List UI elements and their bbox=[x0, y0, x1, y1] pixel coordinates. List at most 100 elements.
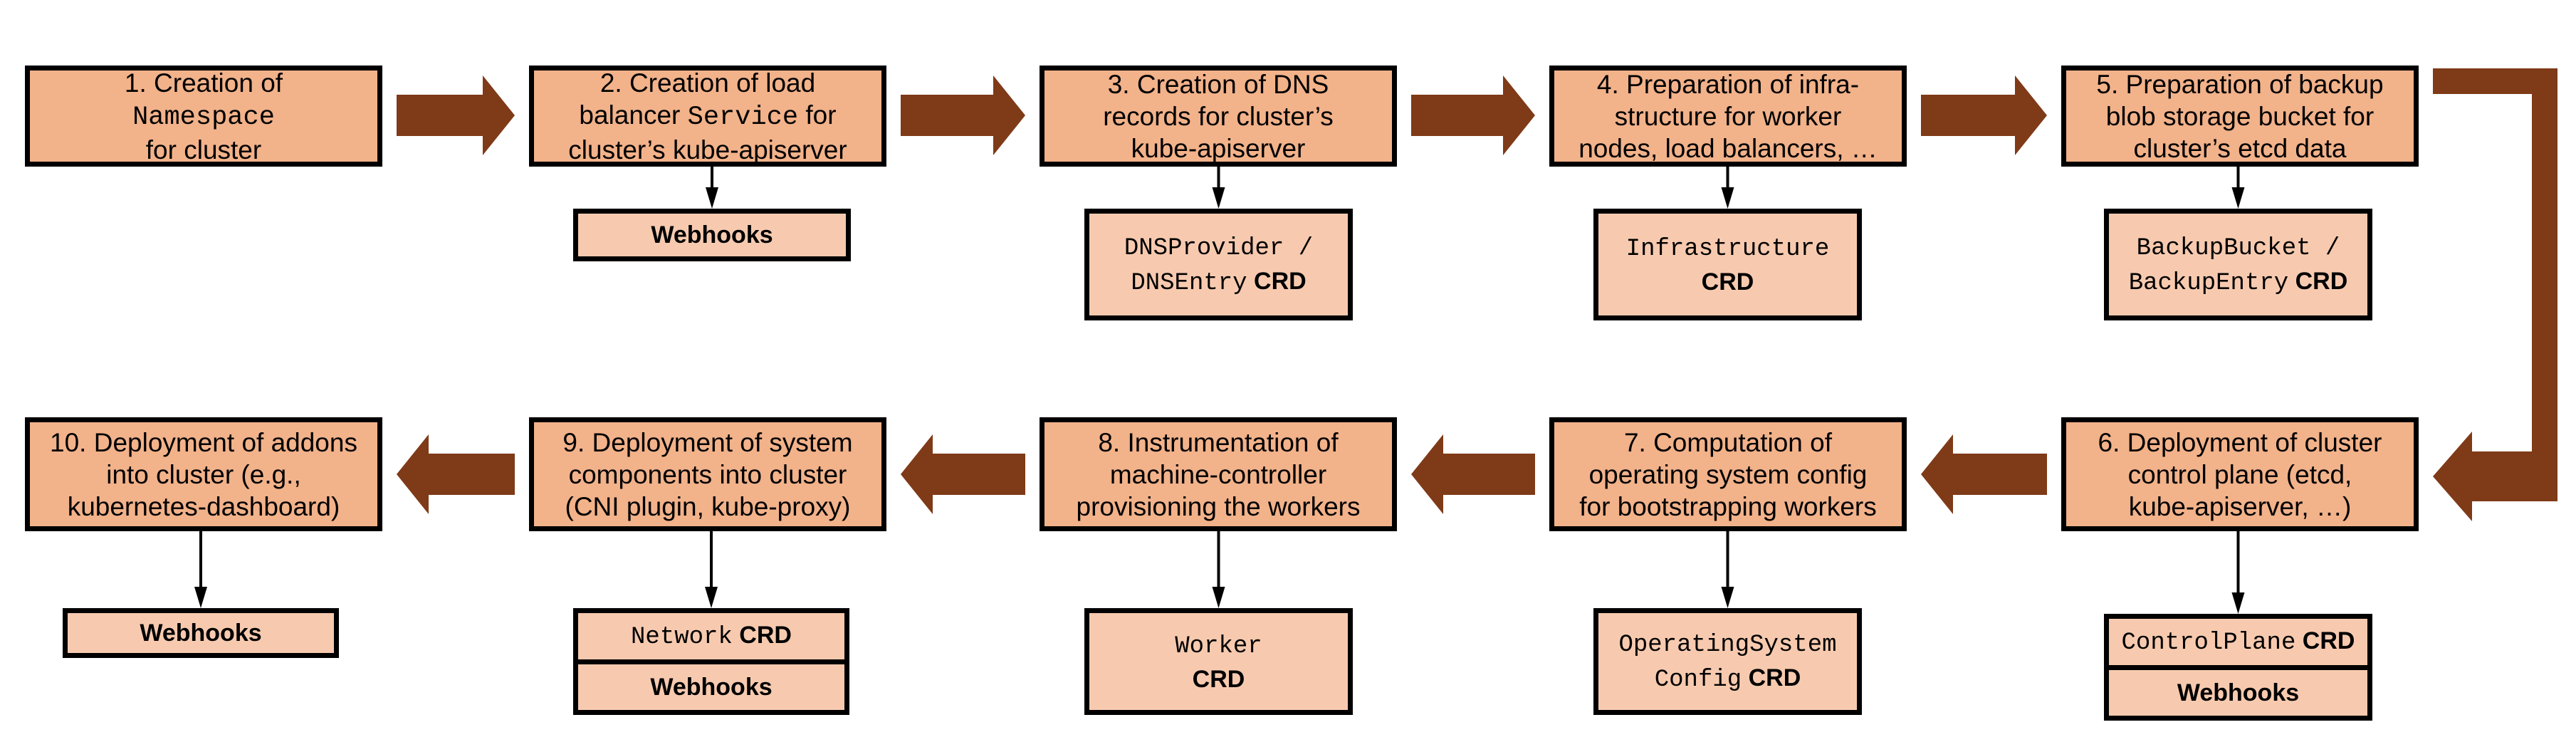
resource-box-step-10: Webhooks bbox=[63, 608, 339, 658]
label-text: (CNI plugin, kube-proxy) bbox=[565, 491, 851, 521]
resource-kind: OperatingSystem bbox=[1618, 632, 1837, 659]
text-line: records for cluster’s bbox=[1103, 100, 1334, 132]
arrowhead-icon bbox=[2231, 187, 2245, 209]
resource-kind: DNSProvider / bbox=[1124, 234, 1314, 262]
label-text: 2. Creation of load bbox=[600, 68, 816, 98]
text-line: kube-apiserver, …) bbox=[2098, 491, 2382, 523]
step-box-4: 4. Preparation of infra-structure for wo… bbox=[1549, 66, 1907, 167]
label-text: 3. Creation of DNS bbox=[1107, 69, 1329, 99]
resource-kind: BackupEntry bbox=[2128, 269, 2289, 297]
label-text: control plane (etcd, bbox=[2127, 459, 2352, 489]
text-line: components into cluster bbox=[562, 459, 852, 491]
label-text: CRD bbox=[1192, 665, 1245, 693]
resource-box-step-2: Webhooks bbox=[573, 209, 851, 261]
label-text: CRD bbox=[1247, 267, 1307, 295]
text-line: DNSProvider / bbox=[1124, 230, 1313, 265]
flow-arrow-right-icon bbox=[901, 75, 1025, 155]
text-line: Network CRD bbox=[631, 619, 792, 654]
flow-arrow-left-icon bbox=[397, 434, 515, 514]
text-line: nodes, load balancers, … bbox=[1578, 132, 1878, 164]
text-line: for bootstrapping workers bbox=[1579, 491, 1876, 523]
label-text: 4. Preparation of infra- bbox=[1596, 69, 1860, 99]
text-line: balancer Service for bbox=[568, 99, 847, 134]
flow-arrow-uturn-icon bbox=[2433, 68, 2557, 521]
text-line: Webhooks bbox=[140, 617, 261, 649]
flow-arrow-right-icon bbox=[1411, 75, 1535, 155]
label-text: cluster’s etcd data bbox=[2133, 133, 2347, 163]
resource-cell: Webhooks bbox=[2109, 664, 2367, 716]
resource-box-step-9: Network CRD Webhooks bbox=[573, 608, 849, 715]
resource-box-step-3: DNSProvider / DNSEntry CRD bbox=[1084, 209, 1353, 320]
arrowhead-icon bbox=[706, 187, 718, 209]
label-text: structure for worker bbox=[1614, 101, 1842, 131]
flow-arrow-left-icon bbox=[1921, 434, 2047, 514]
label-text: Webhooks bbox=[650, 673, 773, 701]
resource-kind: Namespace bbox=[132, 102, 275, 132]
arrowhead-icon bbox=[705, 587, 718, 608]
text-line: blob storage bucket for bbox=[2096, 100, 2383, 132]
text-line: into cluster (e.g., bbox=[50, 459, 357, 491]
text-line: Worker bbox=[1175, 628, 1262, 663]
flow-arrow-right-icon bbox=[397, 75, 515, 155]
label-text: Webhooks bbox=[2177, 679, 2300, 706]
flow-arrow-left-icon bbox=[1411, 434, 1535, 514]
arrowhead-icon bbox=[1212, 187, 1225, 209]
label-text: balancer bbox=[579, 100, 688, 130]
arrowhead-icon bbox=[1212, 587, 1225, 608]
label-text: for cluster bbox=[145, 135, 262, 164]
label-text: Webhooks bbox=[651, 221, 773, 249]
text-line: Namespace bbox=[125, 99, 283, 134]
resource-box-step-5: BackupBucket / BackupEntry CRD bbox=[2104, 209, 2372, 320]
label-text: CRD bbox=[1701, 268, 1754, 296]
text-line: control plane (etcd, bbox=[2098, 459, 2382, 491]
text-line: 5. Preparation of backup bbox=[2096, 68, 2383, 100]
text-line: ControlPlane CRD bbox=[2122, 625, 2355, 659]
label-text: 5. Preparation of backup bbox=[2096, 69, 2384, 99]
flow-arrow-right-icon bbox=[1921, 75, 2047, 155]
text-line: (CNI plugin, kube-proxy) bbox=[562, 491, 852, 523]
text-line: 7. Computation of bbox=[1579, 427, 1876, 459]
text-line: Infrastructure bbox=[1626, 231, 1830, 266]
text-line: operating system config bbox=[1579, 459, 1876, 491]
label-text: 7. Computation of bbox=[1623, 427, 1833, 457]
label-text: 8. Instrumentation of bbox=[1098, 427, 1339, 457]
resource-kind: ControlPlane bbox=[2121, 629, 2296, 657]
text-line: BackupEntry CRD bbox=[2129, 265, 2348, 300]
label-text: CRD bbox=[2295, 627, 2355, 654]
text-line: 2. Creation of load bbox=[568, 67, 847, 99]
label-text: 9. Deployment of system bbox=[562, 427, 853, 457]
text-line: cluster’s etcd data bbox=[2096, 132, 2383, 164]
label-text: for bbox=[798, 100, 837, 130]
text-line: provisioning the workers bbox=[1077, 491, 1361, 523]
label-text: records for cluster’s bbox=[1103, 101, 1334, 131]
text-line: Webhooks bbox=[651, 219, 773, 251]
resource-cell: Webhooks bbox=[578, 659, 844, 711]
resource-kind: BackupBucket / bbox=[2136, 234, 2340, 262]
label-text: kubernetes-dashboard) bbox=[67, 491, 340, 521]
label-text: into cluster (e.g., bbox=[106, 459, 301, 489]
label-text: kube-apiserver bbox=[1131, 133, 1306, 163]
label-text: components into cluster bbox=[568, 459, 847, 489]
label-text: blob storage bucket for bbox=[2105, 101, 2375, 131]
label-text: 1. Creation of bbox=[124, 68, 283, 98]
resource-kind: DNSEntry bbox=[1131, 269, 1247, 297]
resource-cell: BackupBucket / BackupEntry CRD bbox=[2109, 214, 2367, 315]
step-box-1: 1. Creation of Namespace for cluster bbox=[25, 66, 382, 167]
label-text: CRD bbox=[1742, 664, 1801, 691]
text-line: 1. Creation of bbox=[125, 67, 283, 99]
text-line: 4. Preparation of infra- bbox=[1578, 68, 1878, 100]
resource-kind: Worker bbox=[1175, 632, 1262, 660]
resource-cell: DNSProvider / DNSEntry CRD bbox=[1089, 214, 1348, 315]
text-line: Webhooks bbox=[2177, 676, 2299, 709]
resource-cell: ControlPlane CRD bbox=[2109, 619, 2367, 665]
